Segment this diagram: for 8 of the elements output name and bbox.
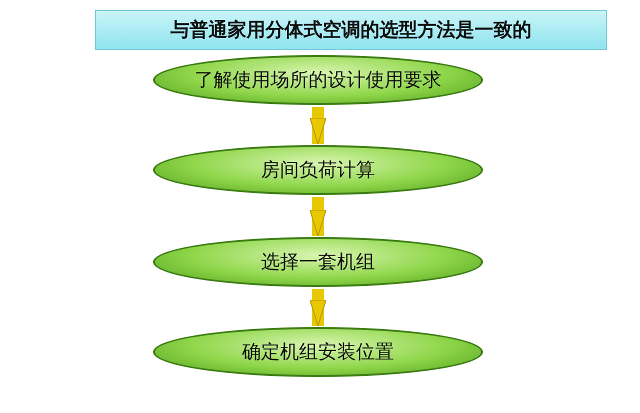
title-text: 与普通家用分体式空调的选型方法是一致的 [170, 18, 532, 43]
step-label: 房间负荷计算 [261, 158, 375, 183]
arrow [310, 197, 326, 236]
step-label: 选择一套机组 [261, 250, 375, 275]
arrow [310, 107, 326, 144]
step-label: 确定机组安装位置 [242, 340, 394, 365]
step-label: 了解使用场所的设计使用要求 [194, 68, 442, 93]
arrow [310, 289, 326, 326]
